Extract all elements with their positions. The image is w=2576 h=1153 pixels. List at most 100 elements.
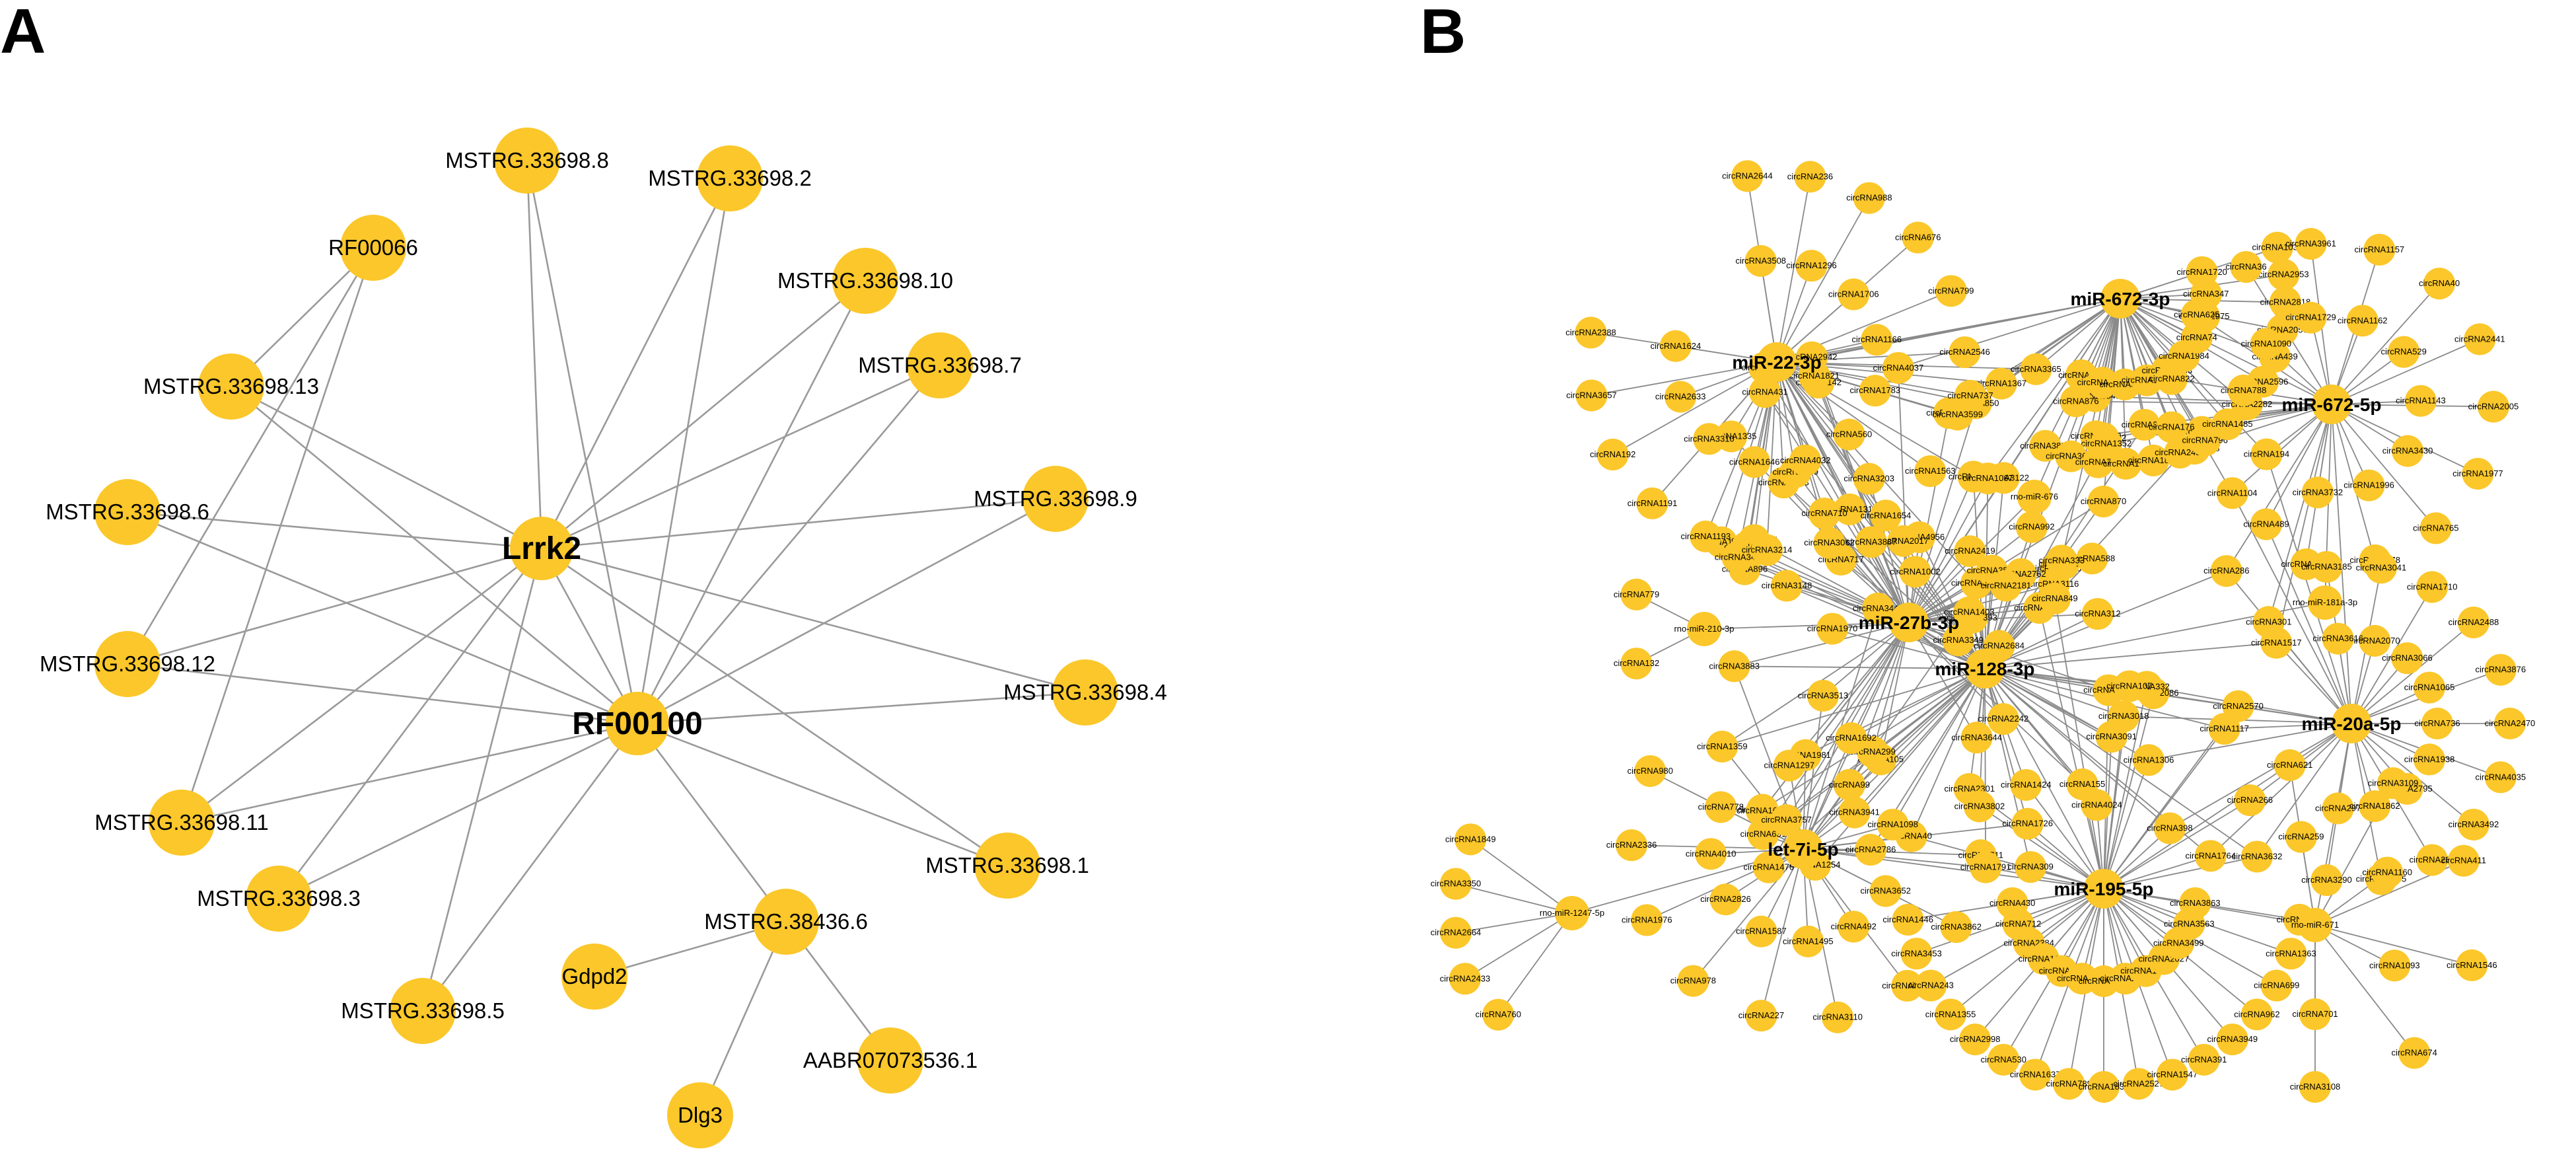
node-circrna262 xyxy=(2416,844,2449,876)
node-label-circrna2942: circRNA2942 xyxy=(1787,352,1838,362)
node-label-circrna36: circRNA36 xyxy=(2225,262,2266,272)
node-label-rno-mir-671: rno-miR-671 xyxy=(2291,920,2339,930)
node-circrna3599 xyxy=(1941,398,1974,431)
node-label-circrna1160: circRNA1160 xyxy=(2362,868,2412,877)
node-label-circrna99: circRNA99 xyxy=(1829,780,1870,790)
node-circrna2527 xyxy=(2122,1068,2155,1100)
edge-let-7i-5p-circrna1791 xyxy=(1803,848,1986,868)
edge-rno-mir-1247-5p-circrna2433 xyxy=(1464,912,1573,980)
node-mir-195-5p xyxy=(2084,869,2124,909)
node-label-circrna1547: circRNA1547 xyxy=(2147,1069,2198,1079)
node-label-circrna107: circRNA107 xyxy=(2106,681,2152,691)
node-label-rno-mir-181a-3p: rno-miR-181a-3p xyxy=(2293,597,2357,607)
node-label-circrna849: circRNA849 xyxy=(2032,593,2077,603)
node-label-circrna3203: circRNA3203 xyxy=(1843,474,1894,484)
node-label-circrna737: circRNA737 xyxy=(1947,391,1993,400)
node-label-dlg3: Dlg3 xyxy=(678,1103,723,1127)
node-mstrg-33698-1 xyxy=(974,833,1040,899)
node-rf00066 xyxy=(340,215,406,281)
node-label-circrna227: circRNA227 xyxy=(1738,1010,1784,1020)
node-circrna1729 xyxy=(2295,301,2327,334)
node-label-circrna2664: circRNA2664 xyxy=(1431,928,1482,938)
edge-mir-27b-3p-circrna155 xyxy=(1908,622,2083,785)
node-label-circrna2527: circRNA2527 xyxy=(2113,1078,2164,1088)
edge-mir-672-3p-circrna4037 xyxy=(1898,298,2121,369)
edge-mir-195-5p-circrna332 xyxy=(2103,687,2148,889)
node-label-circrna3644: circRNA3644 xyxy=(1951,732,2002,742)
node-circrna3650 xyxy=(2055,440,2087,472)
node-label-circrna2684: circRNA2684 xyxy=(1974,640,2024,650)
node-circrna309 xyxy=(2015,851,2047,883)
node-circrna2470 xyxy=(2494,708,2526,739)
edge-lrrk2-rf00100 xyxy=(540,548,639,724)
edge-mir-27b-3p-circrna3883 xyxy=(1734,622,1910,667)
node-circrna3652 xyxy=(1869,875,1902,907)
node-circrna3508 xyxy=(1744,244,1777,277)
edge-mir-128-3p-circrna1692 xyxy=(1851,668,1986,739)
edge-rno-mir-1247-5p-circrna2664 xyxy=(1455,912,1573,934)
node-label-circrna3941: circRNA3941 xyxy=(1829,807,1880,817)
node-label-circrna345: circRNA345 xyxy=(1715,552,1760,562)
node-circrna1033 xyxy=(2261,231,2293,264)
node-label-circrna3108: circRNA3108 xyxy=(2290,1082,2341,1092)
node-circrna3041 xyxy=(2365,552,2397,584)
node-label-circrna3862: circRNA3862 xyxy=(1931,922,1982,932)
node-label-circrna74: circRNA74 xyxy=(2176,332,2217,342)
edge-mir-672-5p-circrna489 xyxy=(2266,404,2332,525)
node-label-circrna3949: circRNA3949 xyxy=(2207,1034,2258,1044)
edge-rno-mir-1247-5p-circrna3350 xyxy=(1455,883,1573,914)
node-circrna1191 xyxy=(1636,487,1668,519)
node-label-circrna1191: circRNA1191 xyxy=(1628,498,1678,508)
node-label-circrna3066: circRNA3066 xyxy=(2382,653,2433,663)
node-circrna3447 xyxy=(1862,592,1894,624)
node-rno-mir-1247-5p xyxy=(1555,896,1589,930)
node-circrna2433 xyxy=(1449,963,1481,995)
node-circrna236 xyxy=(1794,161,1826,193)
node-circrna1830 xyxy=(2088,1071,2120,1103)
node-circrna431 xyxy=(1749,376,1781,408)
node-circrna962 xyxy=(2240,998,2273,1031)
node-label-circrna2070: circRNA2070 xyxy=(2349,636,2400,646)
node-label-circrna266: circRNA266 xyxy=(2227,795,2273,805)
node-label-circrna1830: circRNA1830 xyxy=(2079,1082,2129,1092)
node-dlg3 xyxy=(667,1082,733,1148)
edge-let-7i-5p-circrna3513 xyxy=(1803,695,1824,850)
node-label-circrna3041: circRNA3041 xyxy=(2356,562,2407,572)
node-label-circrna876: circRNA876 xyxy=(2053,396,2098,406)
edge-rf00100-mstrg-33698-7 xyxy=(637,365,941,724)
edge-mir-128-3p-circrna155 xyxy=(1984,668,2083,785)
node-circrna3110 xyxy=(1822,1001,1854,1033)
node-circrna631 xyxy=(1747,818,1779,850)
node-label-circrna347: circRNA347 xyxy=(2183,289,2229,299)
edge-mir-20a-5p-circrna489 xyxy=(2266,524,2352,724)
node-label-circrna2546: circRNA2546 xyxy=(1939,347,1990,357)
node-label-rno-mir-210-3p: rno-miR-210-3p xyxy=(1674,624,1734,634)
node-circrna333 xyxy=(2046,544,2078,577)
node-circrna3062 xyxy=(1813,527,1845,559)
node-circrna148 xyxy=(2110,447,2142,480)
node-label-circrna3616: circRNA3616 xyxy=(2312,634,2363,644)
node-circrna2070 xyxy=(2359,624,2391,657)
node-circrna1162 xyxy=(2346,305,2379,337)
node-label-mstrg-33698-12: MSTRG.33698.12 xyxy=(40,651,215,676)
edge-rf00100-mstrg-33698-10 xyxy=(636,280,867,724)
edge-let-7i-5p-circrna227 xyxy=(1760,848,1804,1016)
node-circrna778 xyxy=(1705,791,1737,823)
edge-mir-22-3p-circrna236 xyxy=(1776,176,1811,363)
edge-mir-20a-5p-circrna1764 xyxy=(2210,723,2352,856)
node-label-circrna1093: circRNA1093 xyxy=(2369,960,2420,970)
node-circrna3802 xyxy=(1963,790,1995,823)
edge-mstrg-38436-6-gdpd2 xyxy=(594,920,787,978)
edge-rno-mir-671-circrna1546 xyxy=(2314,924,2472,966)
node-circrna710 xyxy=(1808,498,1841,530)
node-circrna1424 xyxy=(2010,768,2042,801)
edge-mir-27b-3p-circrna105 xyxy=(1880,622,1910,760)
node-circrna870 xyxy=(2087,486,2120,518)
edge-mir-22-3p-circrna988 xyxy=(1776,198,1870,363)
edge-rf00100-mstrg-33698-4 xyxy=(637,691,1086,725)
node-circrna398 xyxy=(2153,812,2186,844)
node-label-circrna1065: circRNA1065 xyxy=(2404,683,2455,692)
node-circrna1587 xyxy=(1745,915,1777,948)
node-label-circrna411: circRNA411 xyxy=(2441,856,2486,866)
node-circrna3632 xyxy=(2241,840,2273,873)
